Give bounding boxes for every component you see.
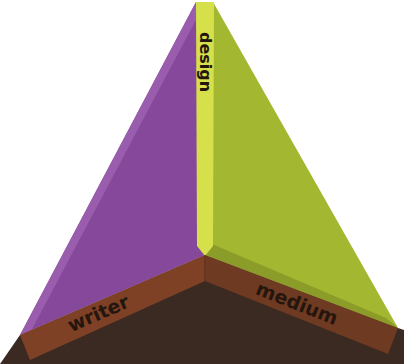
edge-label: writer bbox=[65, 291, 132, 334]
ridge-strip bbox=[196, 2, 214, 256]
right-band bbox=[205, 255, 398, 354]
band-seam bbox=[205, 255, 206, 281]
edge-label: design bbox=[197, 32, 213, 92]
edge-label: medium bbox=[253, 278, 340, 327]
left-band bbox=[20, 255, 205, 360]
